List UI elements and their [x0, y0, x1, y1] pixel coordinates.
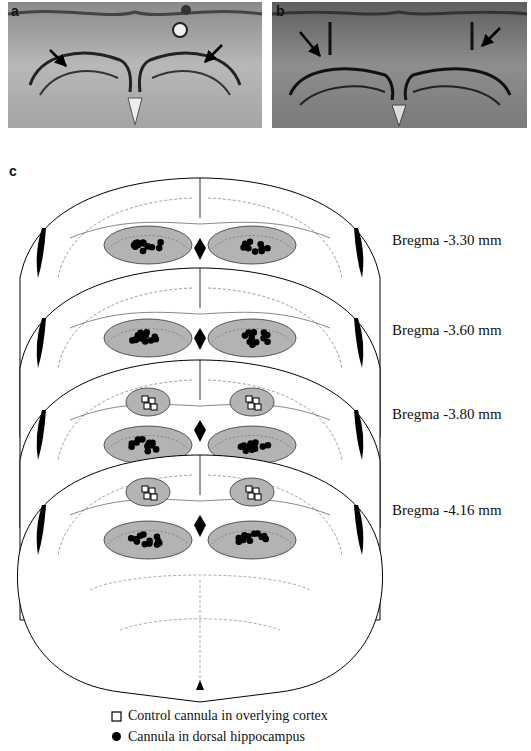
midline	[200, 360, 201, 400]
cannula-dot	[261, 533, 268, 540]
legend-text: Cannula in dorsal hippocampus	[128, 730, 305, 744]
control-square	[246, 486, 252, 492]
control-square	[248, 493, 254, 499]
hippocampus-region	[104, 226, 192, 264]
cannula-dot	[258, 248, 265, 255]
bregma-label: Bregma -3.60 mm	[392, 323, 502, 338]
control-square	[151, 404, 157, 410]
hippocampus-region	[104, 521, 192, 559]
cannula-dot	[142, 338, 149, 345]
cannula-dot	[265, 442, 272, 449]
cannula-dot	[264, 338, 271, 345]
contour	[108, 236, 188, 250]
legend-marks	[112, 712, 121, 741]
control-square	[248, 403, 254, 409]
control-square	[142, 486, 148, 492]
cannula-dot	[142, 332, 149, 339]
panel-letter: a	[11, 4, 19, 18]
cannula-dot	[135, 436, 142, 443]
cannula-dot	[146, 540, 153, 547]
control-square	[151, 494, 157, 500]
cannula-dot	[129, 440, 136, 447]
photo-a	[8, 2, 262, 128]
cortex-region	[126, 478, 170, 506]
cannula-dot	[146, 440, 153, 447]
control-square	[144, 403, 150, 409]
panel-letter: b	[276, 4, 285, 18]
ventricle	[194, 328, 206, 350]
control-square	[246, 396, 252, 402]
midline	[200, 268, 201, 308]
control-square	[142, 396, 148, 402]
control-square	[255, 494, 261, 500]
hippocampus-region	[208, 521, 296, 559]
hippocampus-region	[208, 226, 296, 264]
cannula-dot	[264, 245, 271, 252]
contour	[212, 236, 292, 250]
cannula-dot	[243, 242, 250, 249]
contour	[70, 312, 330, 328]
midline	[200, 455, 201, 495]
cannula-dot	[137, 533, 144, 540]
photo-b	[272, 2, 527, 128]
atlas-sections	[17, 178, 382, 702]
contour	[212, 531, 292, 545]
ventricle	[194, 420, 206, 442]
square-swatch	[112, 712, 121, 721]
control-square	[255, 404, 261, 410]
hippocampus-region	[104, 319, 192, 357]
cannula-dot	[154, 541, 161, 548]
cannula-dot	[156, 245, 163, 252]
contour	[70, 499, 330, 515]
cortex-region	[230, 478, 274, 506]
midline	[200, 178, 201, 218]
lateral-ventricle	[354, 505, 363, 555]
cannula-dot	[133, 336, 140, 343]
lateral-ventricle	[37, 228, 46, 278]
contour	[208, 288, 342, 368]
dot-swatch	[112, 732, 121, 741]
cannula-dot	[257, 241, 264, 248]
ventricle	[194, 238, 206, 260]
section-outline	[17, 455, 382, 702]
contour	[90, 575, 310, 690]
cannula-dot	[243, 448, 250, 455]
bregma-label: Bregma -3.80 mm	[392, 407, 502, 422]
ventricle	[196, 680, 204, 690]
lateral-ventricle	[37, 410, 46, 460]
contour	[212, 436, 292, 450]
bregma-label: Bregma -3.30 mm	[392, 233, 502, 248]
cannula-dot	[144, 243, 151, 250]
cannula-dot	[132, 240, 139, 247]
cortex-region	[126, 388, 170, 416]
hippocampus-region	[208, 319, 296, 357]
contour	[70, 404, 330, 420]
cannula-dot	[152, 334, 159, 341]
ventricle	[194, 515, 206, 537]
lateral-ventricle	[354, 228, 363, 278]
lateral-ventricle	[354, 318, 363, 368]
lateral-ventricle	[354, 410, 363, 460]
panel-letter: c	[9, 164, 17, 178]
contour	[208, 198, 342, 278]
cannula-dot	[252, 248, 259, 255]
cannula-dot	[154, 534, 161, 541]
contour	[58, 198, 192, 278]
cortex-region	[230, 388, 274, 416]
cannula-dot	[157, 239, 164, 246]
contour	[108, 436, 188, 450]
lateral-ventricle	[37, 318, 46, 368]
bregma-label: Bregma -4.16 mm	[392, 503, 502, 518]
cannula-dot	[242, 332, 249, 339]
control-square	[144, 493, 150, 499]
legend-text: Control cannula in overlying cortex	[128, 709, 328, 723]
lateral-ventricle	[37, 505, 46, 555]
contour	[58, 288, 192, 368]
cannula-dot	[249, 342, 256, 349]
cannula-dot	[240, 537, 247, 544]
cannula-dot	[251, 531, 258, 538]
